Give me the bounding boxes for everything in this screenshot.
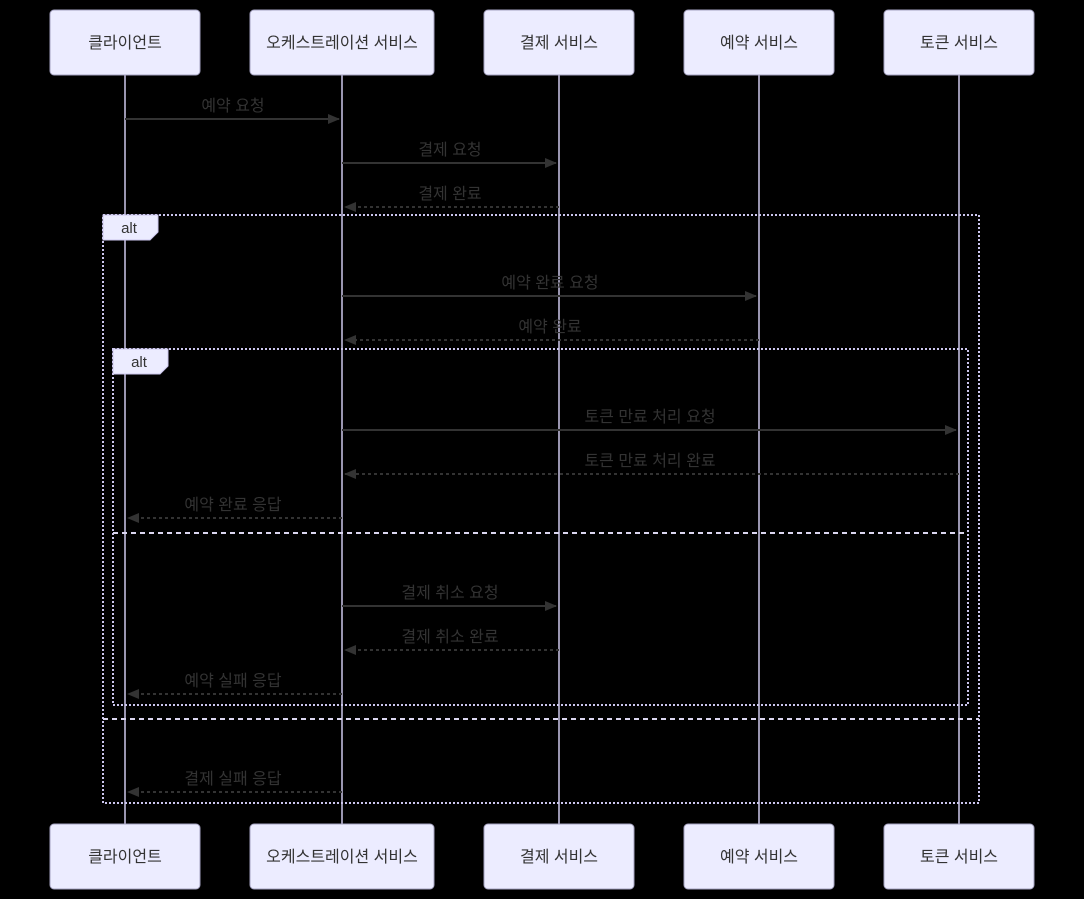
participant-reservation-service-top-box [683,9,835,76]
participant-orchestration-service-bottom-label: 오케스트레이션 서비스 [266,848,418,866]
message-label-3: 예약 완료 요청 [501,274,598,292]
participant-payment-service-top-label: 결제 서비스 [520,34,598,52]
participant-orchestration-service-top-label: 오케스트레이션 서비스 [266,34,418,52]
message-label-7: 예약 완료 응답 [184,496,281,514]
alt-frame-inner: alt [112,348,969,706]
participants-top: 클라이언트 오케스트레이션 서비스 결제 서비스 예약 서비스 토큰 서비스 [49,9,1035,76]
alt-frame-inner-border [112,348,969,706]
message-label-9: 결제 취소 완료 [401,628,498,646]
participant-token-service-top-label: 토큰 서비스 [920,34,998,52]
message-label-1: 결제 요청 [418,141,481,159]
alt-frame-outer-tab [102,214,159,241]
message-label-0: 예약 요청 [201,97,264,115]
lifelines [124,75,960,824]
participant-client-top-label: 클라이언트 [88,34,162,52]
participant-token-service-bottom-box [883,823,1035,890]
alt-frame-outer-label: alt [121,220,138,237]
participant-client-bottom-label: 클라이언트 [88,848,162,866]
participant-token-service-top-box [883,9,1035,76]
alt-frame-outer: alt [102,214,980,804]
message-label-10: 예약 실패 응답 [184,672,281,690]
message-label-2: 결제 완료 [418,185,481,203]
participant-payment-service-bottom-box [483,823,635,890]
participant-reservation-service-bottom-label: 예약 서비스 [720,848,798,866]
participant-payment-service-top-box [483,9,635,76]
participant-token-service-bottom-label: 토큰 서비스 [920,848,998,866]
alt-frame-inner-tab [112,348,169,375]
participant-orchestration-service-top-box [249,9,435,76]
participant-client-top-box [49,9,201,76]
message-label-6: 토큰 만료 처리 완료 [584,452,715,470]
participant-orchestration-service-bottom-box [249,823,435,890]
message-label-4: 예약 완료 [518,318,581,336]
participants-bottom: 클라이언트 오케스트레이션 서비스 결제 서비스 예약 서비스 토큰 서비스 [49,823,1035,890]
participant-reservation-service-top-label: 예약 서비스 [720,34,798,52]
message-label-11: 결제 실패 응답 [184,770,281,788]
alt-frame-outer-border [102,214,980,804]
message-label-8: 결제 취소 요청 [401,584,498,602]
message-label-5: 토큰 만료 처리 요청 [584,408,715,426]
alt-frame-inner-label: alt [131,354,148,371]
messages: 예약 요청 결제 요청 결제 완료 예약 완료 요청 예약 완료 토큰 만료 처… [125,97,959,797]
participant-reservation-service-bottom-box [683,823,835,890]
participant-client-bottom-box [49,823,201,890]
participant-payment-service-bottom-label: 결제 서비스 [520,848,598,866]
